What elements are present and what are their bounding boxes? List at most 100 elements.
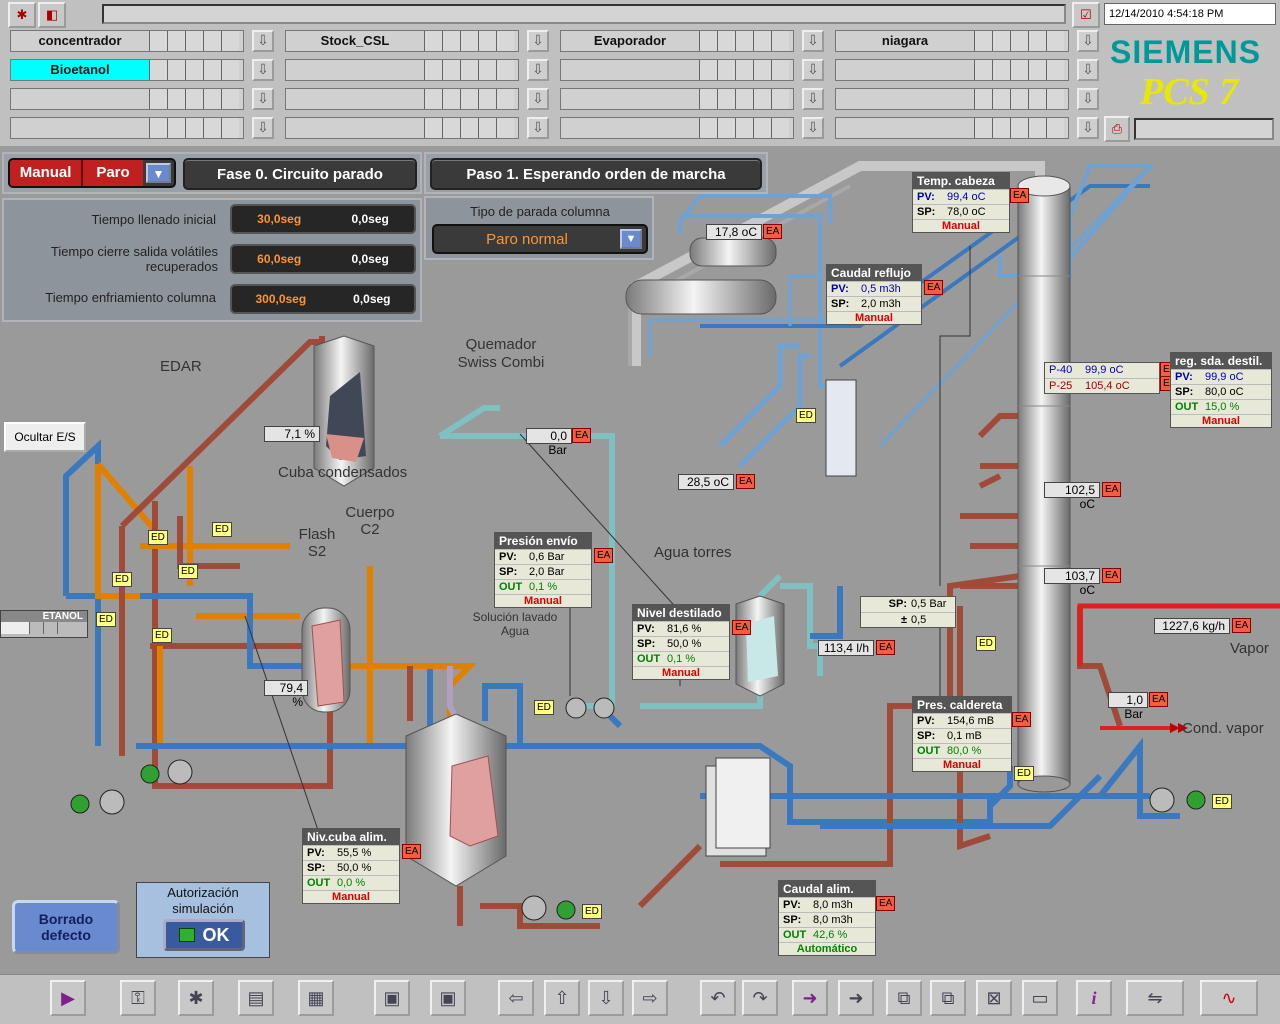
- arrow-left-icon[interactable]: ⇦: [498, 980, 534, 1016]
- ed-tag[interactable]: ED: [1014, 766, 1034, 781]
- ea-tag[interactable]: EA: [763, 224, 783, 239]
- hide-io-button[interactable]: Ocultar E/S: [4, 422, 86, 452]
- area-empty[interactable]: [10, 117, 244, 139]
- area-empty[interactable]: [285, 59, 519, 81]
- ea-tag[interactable]: EA: [1012, 712, 1032, 727]
- area-empty[interactable]: [835, 59, 1069, 81]
- monitor-icon[interactable]: ▭: [1022, 980, 1058, 1016]
- mode-selector[interactable]: Manual Paro ▼: [8, 158, 176, 188]
- ea-tag[interactable]: EA: [1149, 692, 1169, 707]
- stop-label[interactable]: Paro: [81, 160, 143, 186]
- area-empty[interactable]: [560, 117, 794, 139]
- dropdown-icon[interactable]: ▼: [145, 163, 171, 183]
- area-down-button[interactable]: ⇩: [802, 59, 824, 81]
- sp-box[interactable]: SP:0,5 Bar ±0,5: [860, 596, 956, 628]
- ed-tag[interactable]: ED: [212, 522, 232, 537]
- area-niagara[interactable]: niagara: [835, 30, 1069, 52]
- faceplate-pres-caldereta[interactable]: Pres. caldereta PV:154,6 mB SP:0,1 mB OU…: [912, 696, 1012, 772]
- arrow-up-icon[interactable]: ⇧: [544, 980, 580, 1016]
- ed-tag[interactable]: ED: [796, 408, 816, 423]
- window2-icon[interactable]: ▣: [430, 980, 466, 1016]
- area-down-button[interactable]: ⇩: [527, 59, 549, 81]
- area-empty[interactable]: [10, 88, 244, 110]
- ea-tag[interactable]: EA: [594, 548, 614, 563]
- recall-picture-icon[interactable]: ⧉: [930, 980, 966, 1016]
- ea-tag[interactable]: EA: [732, 620, 752, 635]
- stop-type-select[interactable]: Paro normal ▼: [432, 224, 648, 254]
- store-picture-icon[interactable]: ⧉: [886, 980, 922, 1016]
- area-bioetanol[interactable]: Bioetanol: [10, 59, 244, 81]
- undo-icon[interactable]: ↶: [700, 980, 736, 1016]
- area-down-button[interactable]: ⇩: [1077, 59, 1099, 81]
- area-down-button[interactable]: ⇩: [1077, 117, 1099, 139]
- area-down-button[interactable]: ⇩: [802, 88, 824, 110]
- ed-tag[interactable]: ED: [976, 636, 996, 651]
- goto2-icon[interactable]: ➜: [838, 980, 874, 1016]
- ea-tag[interactable]: EA: [924, 280, 944, 295]
- new-icon[interactable]: ✱: [8, 2, 36, 28]
- login-icon[interactable]: ◧: [38, 2, 66, 28]
- area-down-button[interactable]: ⇩: [802, 30, 824, 52]
- area-down-button[interactable]: ⇩: [527, 30, 549, 52]
- alarm-ack-icon[interactable]: ☑: [1072, 2, 1100, 28]
- dropdown-icon[interactable]: ▼: [620, 229, 642, 249]
- play-icon[interactable]: ▶: [50, 980, 86, 1016]
- redo-icon[interactable]: ↷: [742, 980, 778, 1016]
- area-down-button[interactable]: ⇩: [1077, 88, 1099, 110]
- clear-fault-button[interactable]: Borrado defecto: [12, 900, 120, 954]
- area-down-button[interactable]: ⇩: [252, 117, 274, 139]
- delete-picture-icon[interactable]: ⊠: [976, 980, 1012, 1016]
- ed-tag[interactable]: ED: [152, 628, 172, 643]
- area-empty[interactable]: [285, 117, 519, 139]
- ea-tag[interactable]: EA: [736, 474, 756, 489]
- area-down-button[interactable]: ⇩: [252, 30, 274, 52]
- info-icon[interactable]: i: [1076, 980, 1112, 1016]
- ed-tag[interactable]: ED: [582, 904, 602, 919]
- window-icon[interactable]: ▣: [374, 980, 410, 1016]
- ea-tag[interactable]: EA: [1102, 482, 1122, 497]
- message-line[interactable]: [102, 4, 1066, 24]
- area-stock[interactable]: Stock_CSL: [285, 30, 519, 52]
- area-down-button[interactable]: ⇩: [252, 88, 274, 110]
- ea-tag[interactable]: EA: [402, 844, 422, 859]
- ed-tag[interactable]: ED: [1212, 794, 1232, 809]
- ed-tag[interactable]: ED: [96, 612, 116, 627]
- arrow-right-icon[interactable]: ⇨: [632, 980, 668, 1016]
- ea-tag[interactable]: EA: [876, 896, 896, 911]
- area-empty[interactable]: [560, 88, 794, 110]
- ed-tag[interactable]: ED: [112, 572, 132, 587]
- area-down-button[interactable]: ⇩: [802, 117, 824, 139]
- arrow-down-icon[interactable]: ⇩: [588, 980, 624, 1016]
- faceplate-temp-cabeza[interactable]: Temp. cabeza PV:99,4 oC SP:78,0 oC Manua…: [912, 172, 1010, 233]
- ed-tag[interactable]: ED: [534, 700, 554, 715]
- area-down-button[interactable]: ⇩: [252, 59, 274, 81]
- manual-label[interactable]: Manual: [10, 160, 82, 186]
- faceplate-reg-sda[interactable]: reg. sda. destil. PV:99,9 oC SP:80,0 oC …: [1170, 352, 1272, 428]
- key-icon[interactable]: ⚿: [120, 980, 156, 1016]
- area-empty[interactable]: [835, 117, 1069, 139]
- ed-tag[interactable]: ED: [178, 564, 198, 579]
- trend-icon[interactable]: ▦: [298, 980, 334, 1016]
- area-down-button[interactable]: ⇩: [527, 88, 549, 110]
- ea-tag[interactable]: EA: [1232, 618, 1252, 633]
- new-picture-icon[interactable]: ✱: [178, 980, 214, 1016]
- ea-tag[interactable]: EA: [876, 640, 896, 655]
- area-empty[interactable]: [285, 88, 519, 110]
- area-down-button[interactable]: ⇩: [1077, 30, 1099, 52]
- area-evaporador[interactable]: Evaporador: [560, 30, 794, 52]
- ea-tag[interactable]: EA: [1102, 568, 1122, 583]
- goto-icon[interactable]: ➜: [792, 980, 828, 1016]
- printer-icon[interactable]: ⎙: [1104, 116, 1130, 142]
- print-picture-icon[interactable]: ▤: [238, 980, 274, 1016]
- area-down-button[interactable]: ⇩: [527, 117, 549, 139]
- ed-tag[interactable]: ED: [148, 530, 168, 545]
- area-empty[interactable]: [835, 88, 1069, 110]
- ok-button[interactable]: OK: [163, 919, 245, 951]
